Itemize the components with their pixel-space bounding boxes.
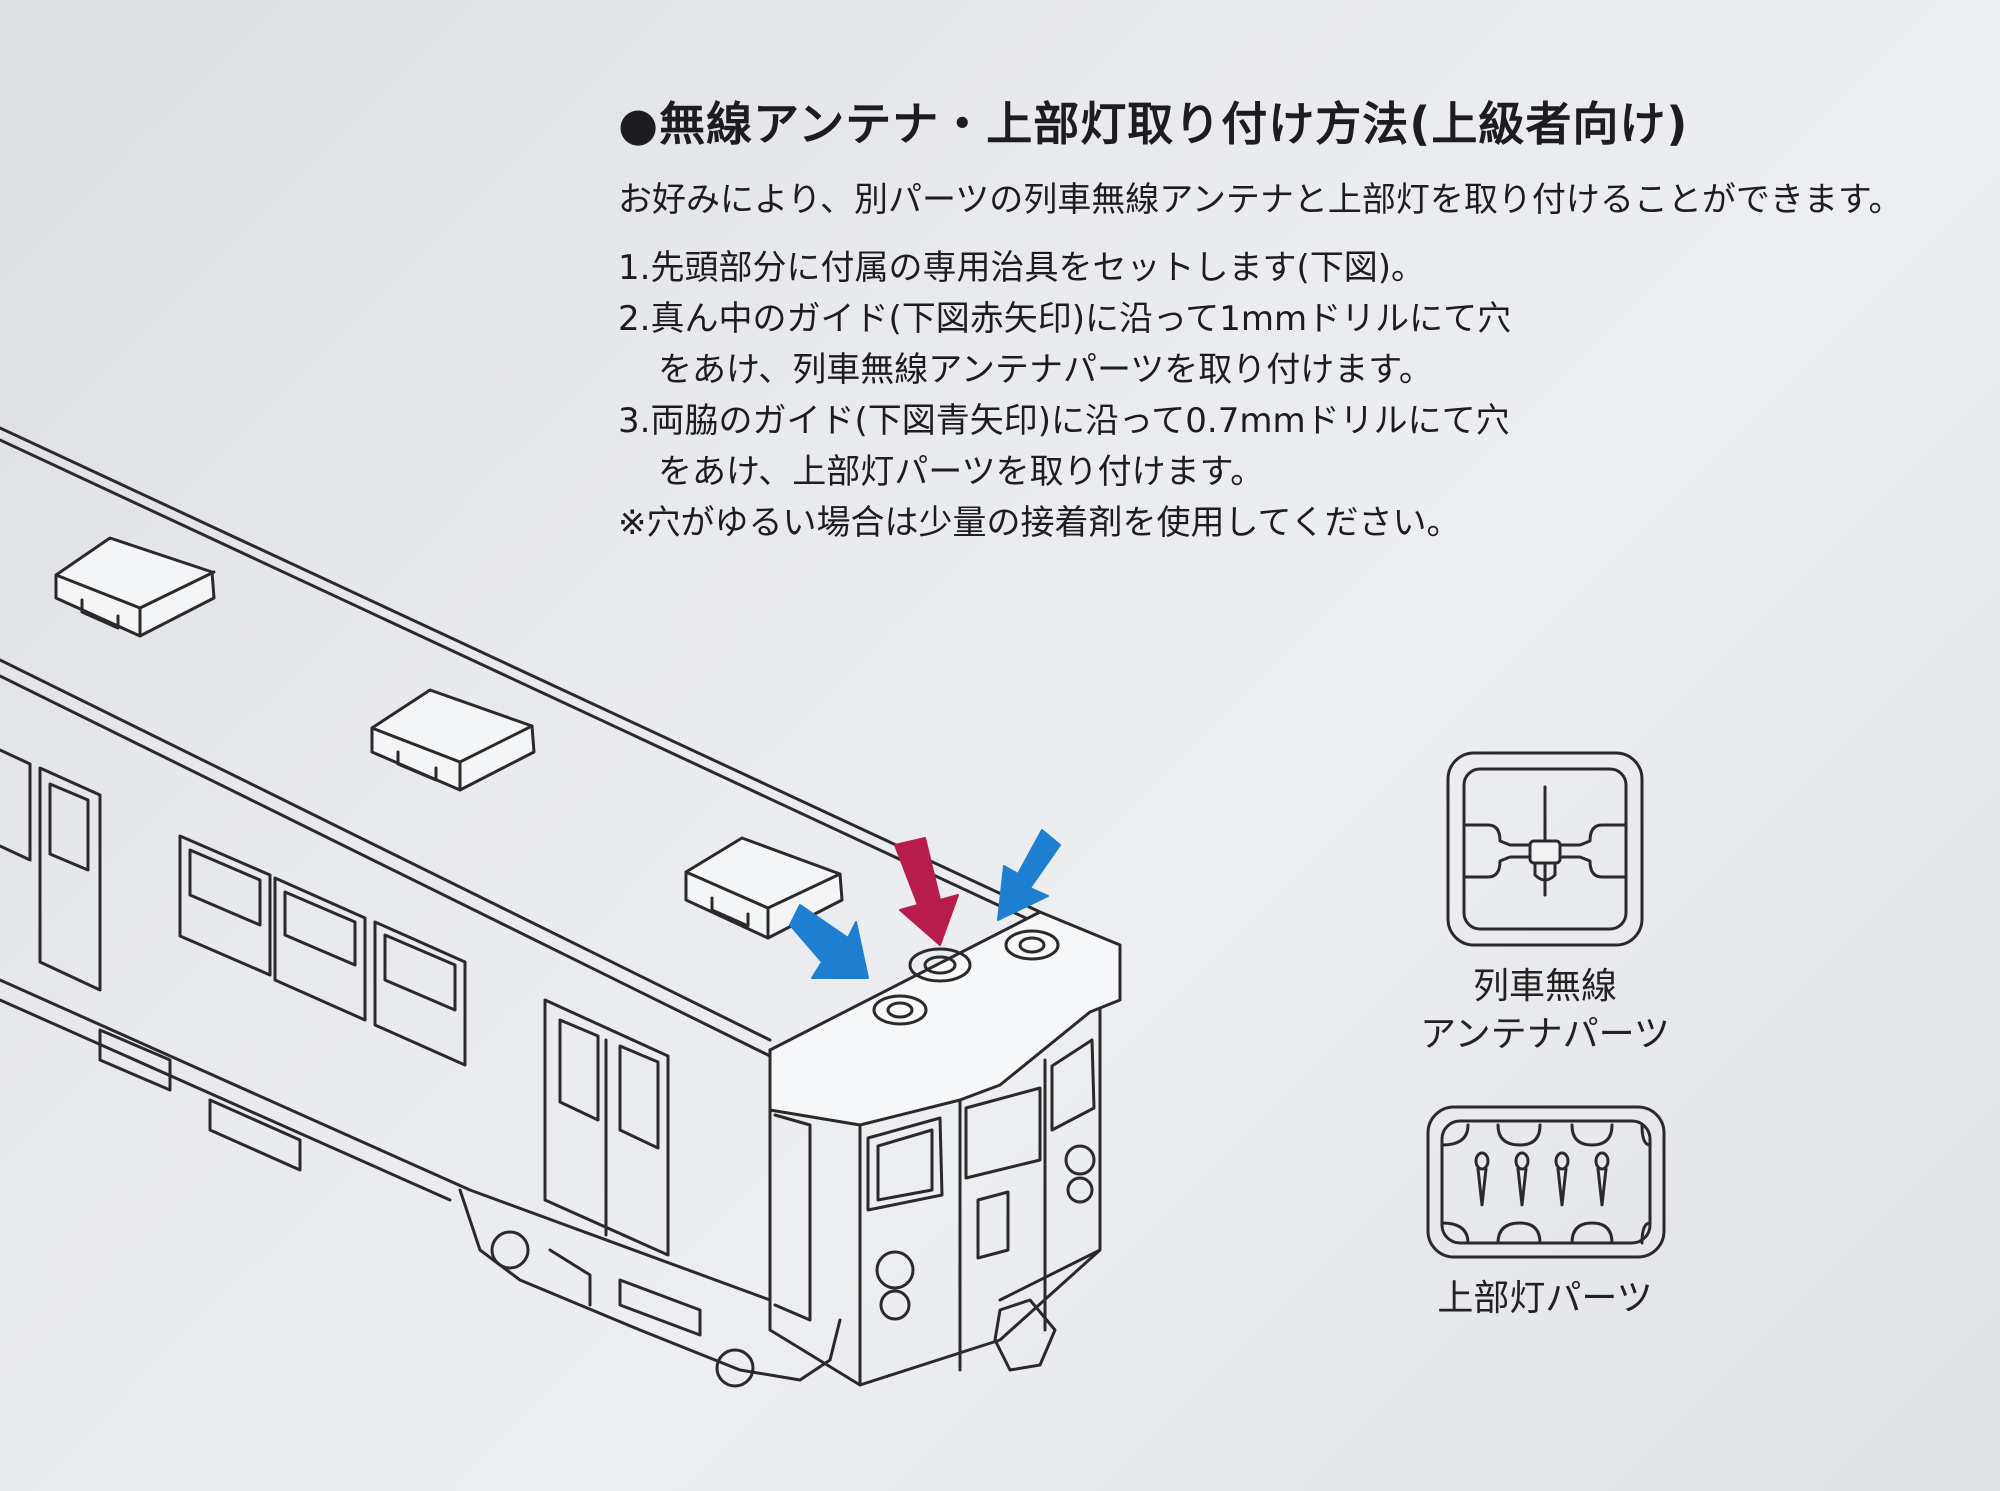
caution-note: ※穴がゆるい場合は少量の接着剤を使用してください。 [618,503,1461,543]
antenna-part-caption-line-1: 列車無線 [1472,966,1617,1007]
antenna-part-icon [1446,751,1644,947]
parts-panel: 列車無線 アンテナパーツ 上部灯パーツ [1380,745,1710,1325]
instruction-text-block: ●無線アンテナ・上部灯取り付け方法(上級者向け) お好みにより、別パーツの列車無… [618,88,1988,549]
roof-edge-back [0,426,1042,914]
roof-vent-1 [54,536,216,638]
side-windows [178,834,467,1067]
red-arrow-icon [894,837,959,946]
guide-hole-left [872,994,928,1026]
roof-vent-2 [370,688,536,792]
side-door-front [543,998,812,1332]
roof-edge-front [0,658,772,1042]
step-2-line-1: 2.真ん中のガイド(下図赤矢印)に沿って1mmドリルにて穴 [618,299,1512,339]
step-1: 1.先頭部分に付属の専用治具をセットします(下図)。 [618,248,1425,288]
guide-hole-center [908,947,972,983]
headlight-part-caption: 上部灯パーツ [1437,1278,1653,1319]
antenna-part-caption-line-2: アンテナパーツ [1420,1014,1670,1055]
steps-list: 1.先頭部分に付属の専用治具をセットします(下図)。 2.真ん中のガイド(下図赤… [618,243,1988,498]
page-title: ●無線アンテナ・上部灯取り付け方法(上級者向け) [618,97,1689,151]
blue-arrow-icon-left [789,904,869,979]
headlight-part-icon [1426,1105,1666,1259]
roof-edge-back-inner [0,438,1032,922]
step-3-line-2: をあけ、上部灯パーツを取り付けます。 [658,452,1265,492]
step-3-line-1: 3.両脇のガイド(下図青矢印)に沿って0.7mmドリルにて穴 [618,401,1510,441]
side-door-rear [0,748,102,992]
roof-edge-front-inner [0,674,772,1058]
body-bottom-edge [0,978,772,1302]
blue-arrow-icon-right [997,829,1061,921]
bogie [98,1028,842,1388]
intro-text: お好みにより、別パーツの列車無線アンテナと上部灯を取り付けることができます。 [618,180,1903,220]
step-2-line-2: をあけ、列車無線アンテナパーツを取り付けます。 [658,350,1433,390]
guide-hole-right [1004,929,1060,961]
side-skirt [0,998,452,1202]
front-cab [768,910,1122,1387]
